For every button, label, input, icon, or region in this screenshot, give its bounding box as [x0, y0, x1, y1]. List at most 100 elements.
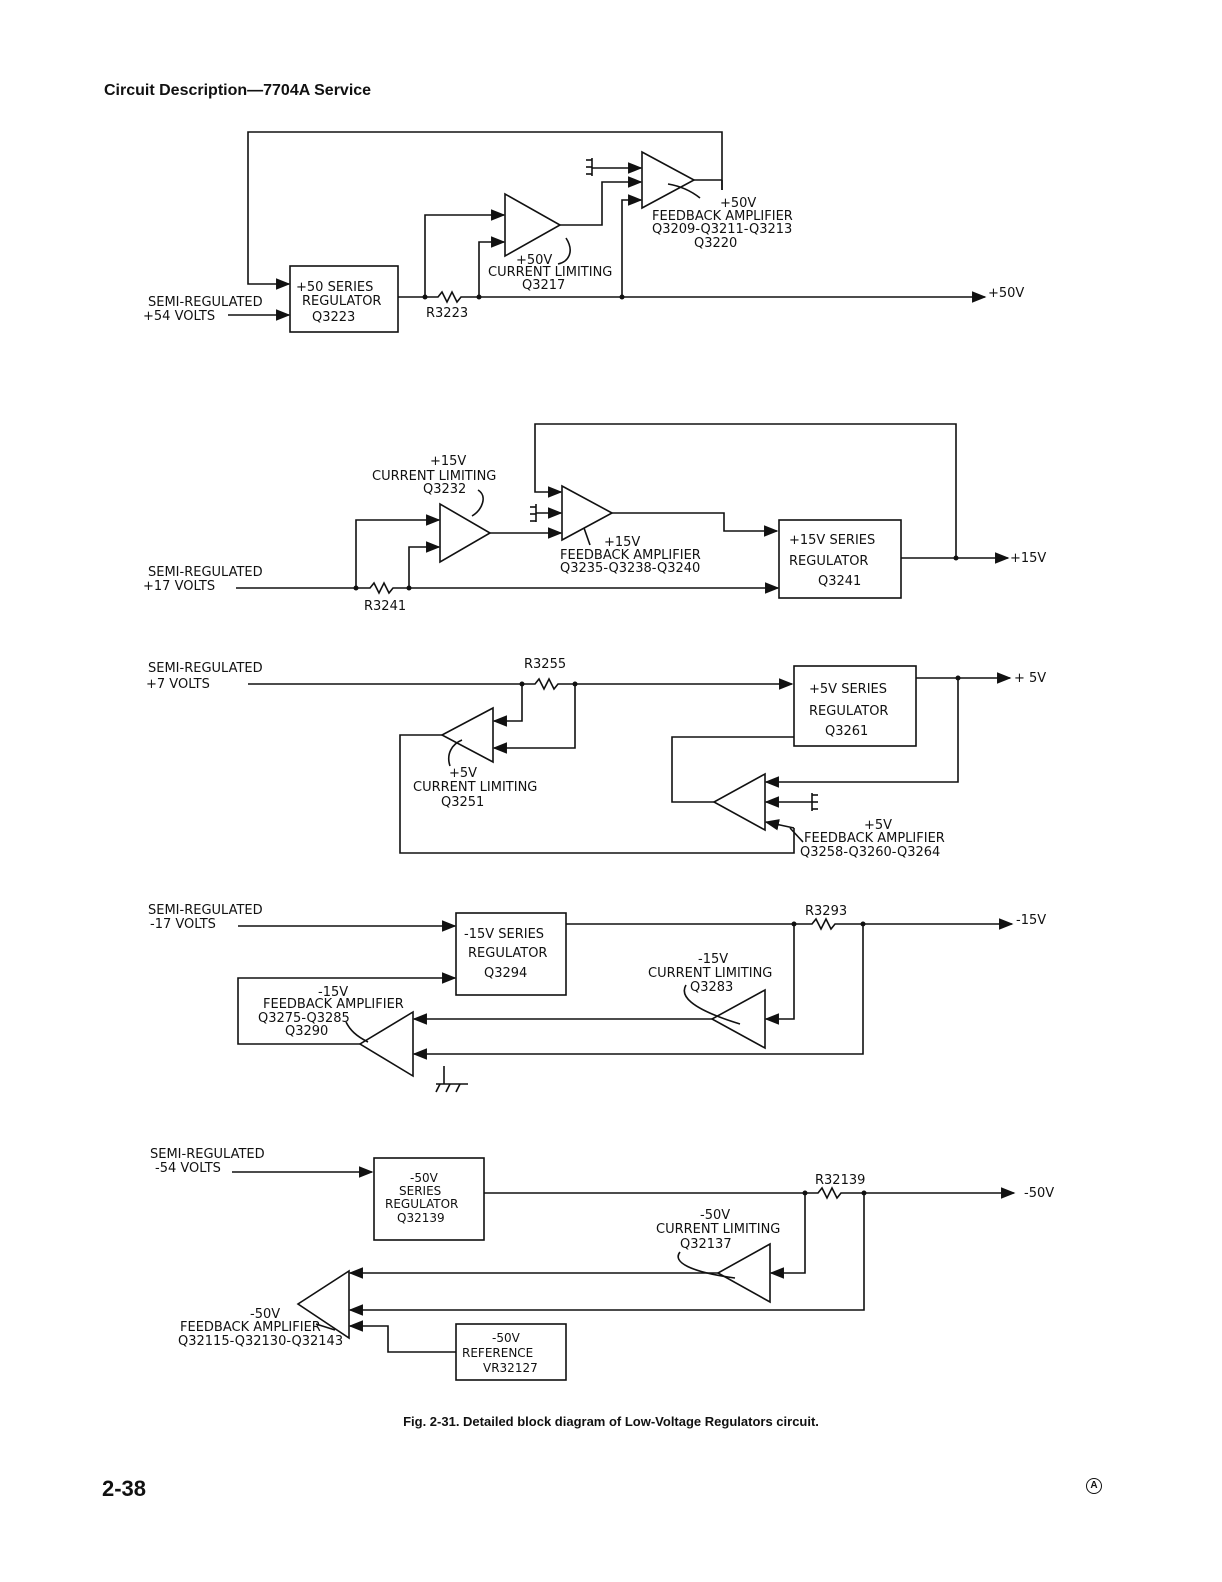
m15-input-label-2: -17 VOLTS	[150, 917, 216, 932]
p5-fb-line2: FEEDBACK AMPLIFIER	[804, 831, 945, 846]
p15-input-label-2: +17 VOLTS	[143, 579, 215, 594]
p5-resistor	[522, 677, 575, 691]
section-plus-5v: SEMI-REGULATED +7 VOLTS R3255 +5V SERIES…	[146, 657, 1046, 860]
p50-input-label-2: +54 VOLTS	[143, 309, 215, 324]
m50-fb-line2: FEEDBACK AMPLIFIER	[180, 1320, 321, 1335]
p50-output-label: +50V	[988, 286, 1024, 301]
p15-fb-line2: FEEDBACK AMPLIFIER	[560, 548, 701, 563]
p50-cl-line1: +50V	[516, 253, 552, 268]
p15-feedback-amp	[561, 484, 614, 542]
m15-series-regulator	[455, 912, 567, 996]
m50-reg-line3: REGULATOR	[385, 1197, 458, 1211]
p50-fb-line4: Q3220	[694, 236, 737, 251]
p15-fb-line1: +15V	[604, 535, 640, 550]
p5-resistor-label: R3255	[524, 657, 566, 672]
m50-input-label-2: -54 VOLTS	[155, 1161, 221, 1176]
p5-output-label: + 5V	[1014, 671, 1046, 686]
p5-cl-line1: +5V	[449, 766, 477, 781]
section-minus-50v: SEMI-REGULATED -54 VOLTS -50V SERIES REG…	[150, 1147, 1054, 1381]
m50-cl-line1: -50V	[700, 1208, 730, 1223]
p15-cl-line1: +15V	[430, 454, 466, 469]
m15-reg-line3: Q3294	[484, 966, 527, 981]
m15-resistor-label: R3293	[805, 904, 847, 919]
figure-caption: Fig. 2-31. Detailed block diagram of Low…	[403, 1414, 819, 1429]
m50-reference	[455, 1323, 567, 1381]
p5-input-label-1: SEMI-REGULATED	[148, 661, 263, 676]
p50-reg-line3: Q3223	[312, 310, 355, 325]
p15-reg-line3: Q3241	[818, 574, 861, 589]
m15-fb-line4: Q3290	[285, 1024, 328, 1039]
p5-cl-line3: Q3251	[441, 795, 484, 810]
p5-feedback-amp	[712, 772, 766, 832]
m15-cl-line2: CURRENT LIMITING	[648, 966, 772, 981]
p15-fb-line3: Q3235-Q3238-Q3240	[560, 561, 700, 576]
section-plus-15v: SEMI-REGULATED +17 VOLTS R3241 +15V CURR…	[143, 423, 1046, 614]
p5-reg-line3: Q3261	[825, 724, 868, 739]
p5-fb-line3: Q3258-Q3260-Q3264	[800, 845, 940, 860]
m15-input-label-1: SEMI-REGULATED	[148, 903, 263, 918]
m15-current-limiting-amp	[710, 988, 766, 1050]
p50-input-label-1: SEMI-REGULATED	[148, 295, 263, 310]
m15-reg-line1: -15V SERIES	[464, 927, 544, 942]
p50-current-limiting-amp	[504, 192, 562, 258]
m50-reg-line4: Q32139	[397, 1211, 445, 1225]
p5-series-regulator	[793, 665, 917, 747]
m15-output-label: -15V	[1016, 913, 1046, 928]
m50-current-limiting-amp	[716, 1242, 771, 1304]
p5-cl-line2: CURRENT LIMITING	[413, 780, 537, 795]
section-minus-15v: SEMI-REGULATED -17 VOLTS -15V SERIES REG…	[148, 903, 1046, 1093]
p5-current-limiting-amp	[440, 706, 494, 764]
m50-fb-line3: Q32115-Q32130-Q32143	[178, 1334, 343, 1349]
m15-reg-line2: REGULATOR	[468, 946, 547, 961]
p50-resistor-label: R3223	[426, 306, 468, 321]
p5-input-label-2: +7 VOLTS	[146, 677, 210, 692]
section-plus-50v: SEMI-REGULATED +54 VOLTS +50 SERIES REGU…	[143, 131, 1024, 333]
m50-resistor-label: R32139	[815, 1173, 865, 1188]
p15-input-label-1: SEMI-REGULATED	[148, 565, 263, 580]
m50-cl-line2: CURRENT LIMITING	[656, 1222, 780, 1237]
p50-fb-line3: Q3209-Q3211-Q3213	[652, 222, 792, 237]
p5-reg-line2: REGULATOR	[809, 704, 888, 719]
p50-cl-line3: Q3217	[522, 278, 565, 293]
m15-feedback-amp	[358, 1010, 414, 1078]
p15-resistor	[356, 581, 409, 595]
m50-ref-line3: VR32127	[483, 1361, 538, 1375]
m15-resistor	[794, 917, 863, 931]
p15-resistor-label: R3241	[364, 599, 406, 614]
m50-cl-line3: Q32137	[680, 1237, 732, 1252]
m50-ref-line2: REFERENCE	[462, 1346, 533, 1360]
m50-input-label-1: SEMI-REGULATED	[150, 1147, 265, 1162]
p50-fb-line2: FEEDBACK AMPLIFIER	[652, 209, 793, 224]
page-number: 2-38	[102, 1476, 147, 1501]
m15-fb-line1: -15V	[318, 985, 348, 1000]
p5-fb-line1: +5V	[864, 818, 892, 833]
p15-current-limiting-amp	[439, 502, 492, 564]
m50-ref-line1: -50V	[492, 1331, 521, 1345]
p5-reg-line1: +5V SERIES	[809, 682, 887, 697]
p15-cl-line3: Q3232	[423, 482, 466, 497]
m50-fb-line1: -50V	[250, 1307, 280, 1322]
p50-resistor	[425, 290, 479, 304]
page-header: Circuit Description—7704A Service	[104, 82, 372, 99]
m50-output-label: -50V	[1024, 1186, 1054, 1201]
p15-output-label: +15V	[1010, 551, 1046, 566]
p50-reg-line2: REGULATOR	[302, 294, 381, 309]
m50-reg-line2: SERIES	[399, 1184, 441, 1198]
m50-resistor	[805, 1186, 864, 1200]
m50-series-regulator	[373, 1157, 485, 1241]
revision-mark: A	[1086, 1478, 1102, 1494]
m15-fb-line3: Q3275-Q3285	[258, 1011, 350, 1026]
p50-series-regulator	[289, 265, 399, 333]
p50-fb-line1: +50V	[720, 196, 756, 211]
p50-feedback-amp	[641, 150, 696, 210]
m50-reg-line1: -50V	[410, 1171, 439, 1185]
p15-reg-line1: +15V SERIES	[789, 533, 875, 548]
m15-cl-line1: -15V	[698, 952, 728, 967]
p50-cl-line2: CURRENT LIMITING	[488, 265, 612, 280]
m15-fb-line2: FEEDBACK AMPLIFIER	[263, 997, 404, 1012]
p50-reg-line1: +50 SERIES	[296, 280, 373, 295]
p15-series-regulator	[778, 519, 902, 599]
p15-reg-line2: REGULATOR	[789, 554, 868, 569]
p15-cl-line2: CURRENT LIMITING	[372, 469, 496, 484]
